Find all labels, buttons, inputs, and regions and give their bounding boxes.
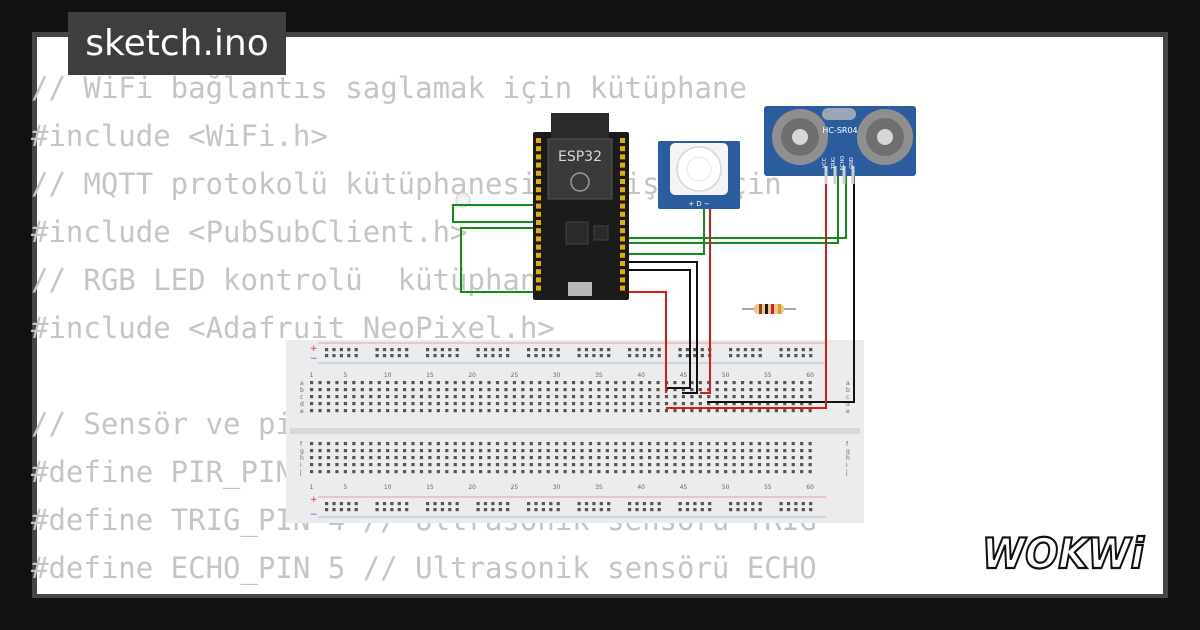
code-line: #define PIR_PIN 2 bbox=[31, 455, 328, 489]
code-line: // WiFi bağlantıs saglamak için kütüphan… bbox=[31, 71, 747, 105]
breadboard-column-label: 50 bbox=[722, 372, 730, 379]
breadboard-row-label: g bbox=[300, 448, 304, 455]
breadboard-row-label: d bbox=[300, 401, 304, 408]
wire-green-pir bbox=[626, 205, 705, 255]
breadboard-column-label: 15 bbox=[426, 484, 434, 491]
breadboard-column-label: 55 bbox=[764, 484, 772, 491]
breadboard-row-label: b bbox=[846, 387, 850, 394]
breadboard-row-label: d bbox=[846, 401, 850, 408]
wire-green-led-2 bbox=[460, 227, 536, 293]
breadboard-column-label: 25 bbox=[511, 484, 519, 491]
wire-red-hcsr04 bbox=[666, 168, 827, 409]
breadboard-column-label: 30 bbox=[553, 484, 561, 491]
hcsr04-pin-label: GND bbox=[849, 157, 855, 169]
breadboard: + − + − 11551010151520202525303035354040… bbox=[286, 340, 864, 523]
code-line: #include <WiFi.h> bbox=[31, 119, 328, 153]
breadboard-row-label: e bbox=[846, 408, 850, 415]
breadboard-row-label: a bbox=[300, 380, 304, 387]
breadboard-column-label: 5 bbox=[343, 484, 347, 491]
breadboard-column-label: 20 bbox=[468, 484, 476, 491]
breadboard-holes bbox=[310, 348, 813, 512]
wire-red-pir bbox=[700, 205, 711, 394]
breadboard-column-label: 45 bbox=[680, 372, 688, 379]
wire-green-trig bbox=[618, 168, 839, 244]
breadboard-row-label: a bbox=[846, 380, 850, 387]
pir-dome-icon bbox=[676, 146, 722, 192]
esp32-board[interactable]: ESP32 bbox=[533, 113, 629, 300]
breadboard-column-label: 10 bbox=[384, 372, 392, 379]
esp32-regulator bbox=[593, 225, 609, 241]
rgb-led[interactable] bbox=[455, 192, 471, 208]
hcsr04-pin-label: ECHO bbox=[840, 156, 846, 170]
breadboard-column-label: 15 bbox=[426, 372, 434, 379]
pir-dome-inner bbox=[686, 156, 712, 182]
wire-green-echo bbox=[626, 168, 847, 239]
breadboard-column-label: 40 bbox=[637, 372, 645, 379]
breadboard-column-label: 5 bbox=[343, 372, 347, 379]
esp32-antenna bbox=[551, 113, 609, 141]
breadboard-column-label: 1 bbox=[310, 484, 314, 491]
breadboard-column-label: 1 bbox=[310, 372, 314, 379]
code-line: #define ECHO_PIN 5 // Ultrasonik sensörü… bbox=[31, 551, 817, 585]
rail-plus-label-bottom: + bbox=[310, 495, 318, 505]
breadboard-column-label: 20 bbox=[468, 372, 476, 379]
breadboard-column-label: 55 bbox=[764, 372, 772, 379]
usb-port bbox=[568, 282, 592, 296]
wire-black-pir bbox=[626, 261, 698, 394]
breadboard-row-label: h bbox=[300, 455, 304, 462]
hcsr04-crystal bbox=[822, 108, 856, 120]
breadboard-row-label: c bbox=[300, 394, 303, 401]
wire-green-led-1 bbox=[452, 204, 536, 223]
wire-black-hcsr04 bbox=[707, 168, 855, 403]
espressif-logo-icon bbox=[570, 172, 590, 192]
breadboard-column-label: 35 bbox=[595, 372, 603, 379]
breadboard-row-label: j bbox=[299, 469, 302, 476]
breadboard-row-label: b bbox=[300, 387, 304, 394]
wire-black-esp bbox=[626, 269, 691, 389]
hcsr04-label: HC-SR04 bbox=[822, 126, 857, 135]
code-line: #include <Adafruit_NeoPixel.h> bbox=[31, 311, 555, 345]
pir-sensor[interactable]: + D − bbox=[658, 141, 740, 209]
breadboard-column-label: 60 bbox=[806, 372, 814, 379]
breadboard-column-labels: 1155101015152020252530303535404045455050… bbox=[310, 372, 814, 491]
resistor[interactable] bbox=[742, 304, 796, 314]
wokwi-logo: WOKWi bbox=[981, 528, 1146, 579]
breadboard-column-label: 10 bbox=[384, 484, 392, 491]
breadboard-row-label: i bbox=[300, 462, 302, 469]
breadboard-column-label: 60 bbox=[806, 484, 814, 491]
breadboard-row-label: f bbox=[300, 441, 303, 448]
rail-plus-label: + bbox=[310, 344, 318, 354]
hcsr04-pin-label: TRIG bbox=[831, 157, 837, 170]
code-line: #include <PubSubClient.h> bbox=[31, 215, 468, 249]
esp32-label: ESP32 bbox=[558, 149, 602, 165]
breadboard-row-label: c bbox=[846, 394, 849, 401]
file-tab[interactable]: sketch.ino bbox=[68, 12, 286, 75]
breadboard-column-label: 50 bbox=[722, 484, 730, 491]
breadboard-column-label: 25 bbox=[511, 372, 519, 379]
breadboard-row-label: j bbox=[845, 469, 848, 476]
rail-minus-label-bottom: − bbox=[310, 510, 318, 520]
breadboard-column-label: 30 bbox=[553, 372, 561, 379]
breadboard-row-label: f bbox=[846, 441, 849, 448]
pir-pin-labels: + D − bbox=[688, 200, 710, 208]
esp32-pin-headers bbox=[536, 138, 625, 291]
esp32-module bbox=[547, 138, 613, 200]
breadboard-row-label: g bbox=[846, 448, 850, 455]
breadboard-row-label: h bbox=[846, 455, 850, 462]
esp32-chip bbox=[565, 221, 589, 245]
led-icon bbox=[455, 192, 471, 208]
wokwi-logo-text: WOKWi bbox=[982, 529, 1145, 578]
breadboard-row-label: i bbox=[846, 462, 848, 469]
breadboard-column-label: 40 bbox=[637, 484, 645, 491]
breadboard-row-label: e bbox=[300, 408, 304, 415]
hcsr04-pin-label: VCC bbox=[822, 157, 828, 168]
breadboard-column-label: 45 bbox=[680, 484, 688, 491]
breadboard-center-channel bbox=[290, 428, 860, 434]
rail-minus-label: − bbox=[310, 354, 318, 364]
breadboard-column-label: 35 bbox=[595, 484, 603, 491]
